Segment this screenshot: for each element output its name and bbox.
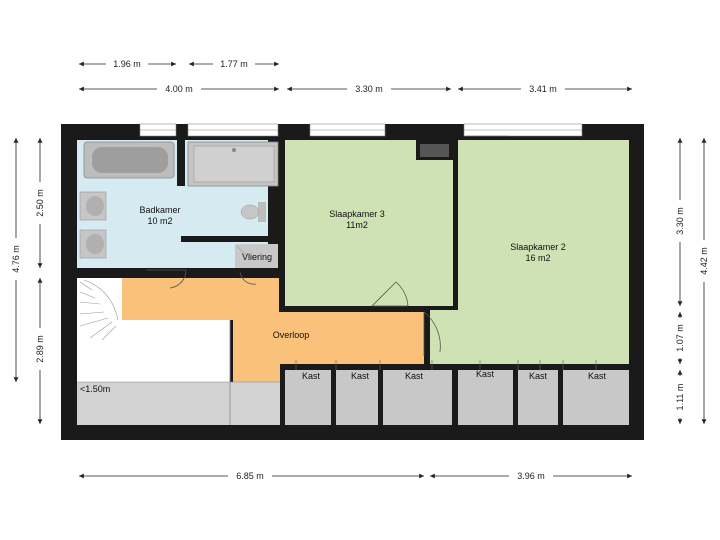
dim-top-3: 4.00 m [165,84,193,94]
dim-left-inner-1: 2.50 m [35,189,45,217]
room-slaapkamer-3 [285,140,453,306]
toilet-icon [240,202,266,222]
staircase [77,278,123,341]
kast-4 [458,370,513,425]
dim-right-inner-3: 1.11 m [675,384,685,411]
label-kast-3: Kast [405,371,424,381]
label-badkamer-name: Badkamer [139,205,180,215]
label-vliering: Vliering [242,252,272,262]
storage-row [285,360,629,425]
room-vliering [235,244,278,268]
sink-icon [79,229,107,259]
label-slaapkamer-3-area: 11m2 [346,220,368,230]
bathroom-partition [177,140,185,186]
dim-right-outer: 4.42 m [699,247,709,275]
dim-top-2: 1.77 m [220,59,248,69]
dim-bottom-2: 3.96 m [517,471,545,481]
bathroom-wall-stub [181,236,268,242]
kast-6 [563,370,629,425]
label-slaapkamer-2-area: 16 m2 [525,253,550,263]
dim-left-inner-2: 2.89 m [35,335,45,363]
room-slaapkamer-2 [458,140,629,364]
doors [146,269,441,356]
dim-right-inner-1: 3.30 m [675,207,685,235]
closet-inner [420,144,449,157]
label-kast-6: Kast [588,371,607,381]
dimension-labels: 1.96 m 1.77 m 4.00 m 3.30 m 3.41 m 6.85 … [10,58,710,482]
windows [139,123,583,137]
dim-left-outer: 4.76 m [11,245,21,273]
label-slaapkamer-3-name: Slaapkamer 3 [329,209,385,219]
dim-top-4: 3.30 m [355,84,383,94]
kast-2 [336,370,378,425]
dim-top-5: 3.41 m [529,84,557,94]
dim-bottom-1: 6.85 m [236,471,264,481]
shower-icon [187,141,279,187]
label-overloop: Overloop [273,330,310,340]
sink-icon [79,191,107,221]
dim-right-inner-2: 1.07 m [675,324,685,352]
label-slaapkamer-2-name: Slaapkamer 2 [510,242,566,252]
label-kast-4: Kast [476,369,495,379]
room-overloop [122,278,424,382]
kast-1 [285,370,331,425]
bathtub-icon [83,141,175,179]
low-ceiling-area [77,382,280,425]
label-kast-1: Kast [302,371,321,381]
label-badkamer-area: 10 m2 [147,216,172,226]
label-kast-5: Kast [529,371,548,381]
kast-5 [518,370,558,425]
label-low-ceiling: <1.50m [80,384,110,394]
kast-3 [383,370,452,425]
label-kast-2: Kast [351,371,370,381]
room-slaapkamer-2-nook [430,310,460,364]
dim-top-1: 1.96 m [113,59,141,69]
